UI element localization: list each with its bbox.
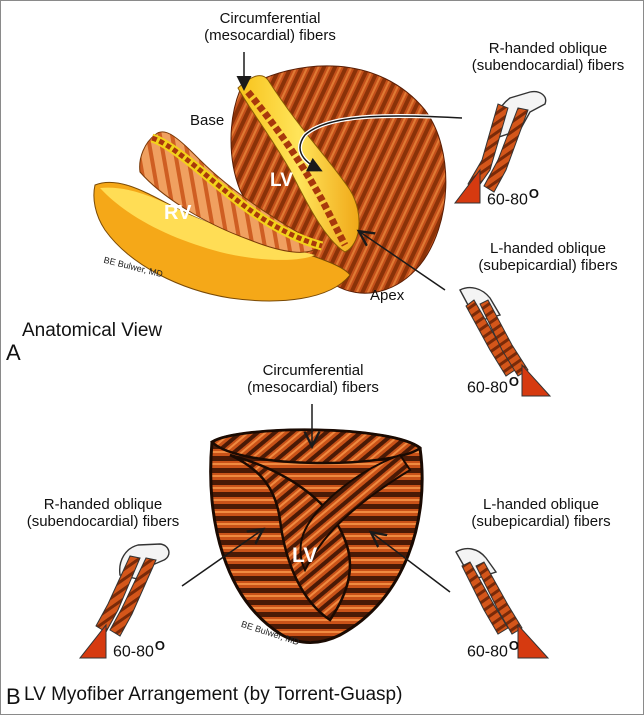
panel-a-rhanded-label: R-handed oblique (subendocardial) fibers: [455, 40, 641, 75]
label-line: (mesocardial) fibers: [247, 379, 379, 397]
arrow-a-rhanded-line: [299, 115, 463, 172]
label-line: (subendocardial) fibers: [26, 513, 180, 531]
angle-label-a-bottom: 60-80O: [467, 374, 519, 397]
panel-b-title: LV Myofiber Arrangement (by Torrent-Guas…: [24, 684, 403, 705]
panel-b-letter: B: [6, 684, 21, 709]
rv-label: RV: [164, 202, 192, 224]
label-line: L-handed oblique: [483, 496, 599, 513]
panel-a-letter: A: [6, 340, 21, 365]
hand-icon-b-right: [455, 547, 523, 635]
angle-wedge-a-bottom: [521, 363, 552, 397]
angle-label-b-right: 60-80O: [467, 638, 519, 661]
panel-a-lhanded-label: L-handed oblique (subepicardial) fibers: [455, 240, 641, 275]
label-line: Circumferential: [219, 10, 321, 27]
label-line: (subendocardial) fibers: [471, 57, 625, 75]
angle-value: 60-80: [467, 379, 508, 397]
base-label: Base: [190, 112, 225, 129]
lv-label-b: LV: [292, 544, 318, 567]
lv-oblique-sweep: [229, 453, 352, 622]
degree-icon: O: [154, 638, 166, 653]
label-line: R-handed oblique: [488, 40, 608, 57]
degree-icon: O: [508, 638, 520, 653]
hand-icon-a-left: [459, 286, 529, 377]
panel-a-title: Anatomical View: [22, 320, 163, 341]
label-line: (subepicardial) fibers: [478, 257, 618, 275]
panel-b-rhanded-label: R-handed oblique (subendocardial) fibers: [10, 496, 196, 531]
arrow-b-rhanded: [181, 530, 262, 587]
arrow-a-lhanded: [360, 232, 446, 291]
degree-icon: O: [508, 374, 520, 389]
lv-label-a: LV: [270, 170, 293, 191]
label-line: L-handed oblique: [490, 240, 606, 257]
panel-a-heart: [93, 65, 447, 302]
panel-b-circumferential-label: Circumferential (mesocardial) fibers: [238, 362, 388, 397]
label-line: Circumferential: [262, 362, 364, 379]
panel-a-circumferential-label: Circumferential (mesocardial) fibers: [195, 10, 345, 45]
angle-label-a-top: 60-80O: [487, 186, 539, 209]
lv-oblique-sweep-2: [299, 453, 412, 573]
rv-septum-band-fibers: [151, 135, 323, 249]
angle-wedge-b-right: [517, 623, 550, 659]
angle-label-b-left: 60-80O: [113, 638, 165, 661]
panel-b-heart: [209, 428, 424, 644]
label-line: (mesocardial) fibers: [204, 27, 336, 45]
angle-value: 60-80: [113, 643, 154, 661]
label-line: R-handed oblique: [43, 496, 163, 513]
hand-icon-a-right: [467, 90, 547, 193]
label-line: (subepicardial) fibers: [471, 513, 611, 531]
degree-icon: O: [528, 186, 540, 201]
angle-value: 60-80: [467, 643, 508, 661]
apex-label: Apex: [370, 287, 405, 304]
angle-wedge-a-top: [453, 168, 481, 204]
panel-b-lhanded-label: L-handed oblique (subepicardial) fibers: [448, 496, 634, 531]
hand-icon-b-left: [95, 543, 170, 637]
arrow-b-lhanded: [372, 533, 451, 593]
angle-value: 60-80: [487, 191, 528, 209]
angle-wedge-b-left: [78, 623, 107, 659]
lv-band-fibers: [245, 89, 349, 247]
